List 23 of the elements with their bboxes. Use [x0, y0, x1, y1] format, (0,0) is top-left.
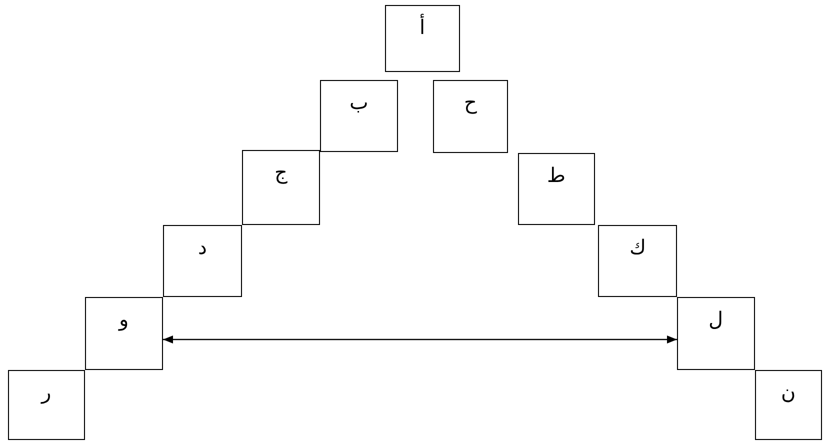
letter-box	[242, 150, 320, 225]
letter-box	[85, 297, 163, 370]
letter-box	[8, 370, 85, 440]
letter-box	[163, 225, 242, 297]
letter-label: ب	[350, 91, 368, 115]
letter-label: ح	[464, 91, 477, 115]
letter-label: و	[119, 308, 129, 332]
letter-label: ط	[547, 164, 566, 188]
letter-box	[677, 297, 755, 370]
letter-label: ج	[274, 161, 288, 185]
letter-box	[755, 370, 822, 440]
letter-label: ن	[781, 381, 796, 405]
double-arrow	[163, 336, 677, 344]
letter-box	[518, 153, 595, 225]
letter-label: ر	[42, 381, 52, 405]
letter-box	[385, 5, 460, 72]
letter-label: ك	[630, 236, 646, 260]
letter-label: د	[198, 236, 207, 260]
letter-box	[598, 225, 677, 297]
letter-box	[433, 80, 508, 153]
letter-box	[320, 80, 398, 152]
letter-label: ل	[708, 308, 724, 332]
letter-label: أ	[420, 16, 426, 40]
